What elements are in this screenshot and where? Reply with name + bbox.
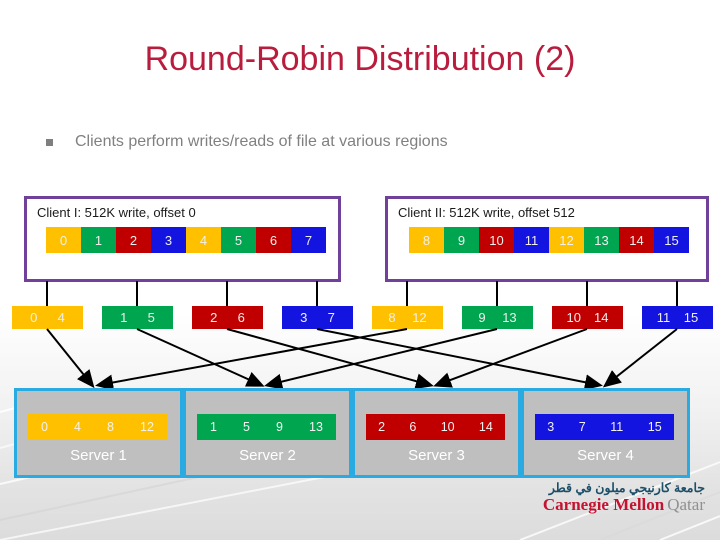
stripe-value: 1 bbox=[120, 310, 128, 325]
stripe-value: 11 bbox=[656, 310, 671, 325]
file-block: 12 bbox=[549, 227, 584, 253]
server1-box: 0 4 8 12 Server 1 bbox=[14, 388, 183, 478]
server-block-value: 0 bbox=[41, 420, 48, 434]
server-block-value: 3 bbox=[547, 420, 555, 434]
client1-box: Client I: 512K write, offset 0 0 1 2 3 4… bbox=[24, 196, 341, 282]
client2-box: Client II: 512K write, offset 512 8 9 10… bbox=[385, 196, 709, 282]
slide-title: Round-Robin Distribution (2) bbox=[144, 40, 576, 78]
stripe-value: 5 bbox=[147, 310, 155, 325]
server-block-value: 15 bbox=[647, 420, 662, 434]
file-block: 6 bbox=[256, 227, 291, 253]
stripe-value: 13 bbox=[502, 310, 517, 325]
server-block-value: 14 bbox=[478, 420, 493, 434]
client2-label: Client II: 512K write, offset 512 bbox=[398, 205, 575, 220]
stripe-10-14: 10 14 bbox=[552, 306, 623, 329]
bullet-text: Clients perform writes/reads of file at … bbox=[75, 133, 448, 150]
stripe-value: 6 bbox=[237, 310, 245, 325]
file-block: 4 bbox=[186, 227, 221, 253]
file-block: 2 bbox=[116, 227, 151, 253]
stripe-11-15: 11 15 bbox=[642, 306, 713, 329]
server3-blocks: 2 6 10 14 bbox=[366, 414, 505, 440]
bullet-square-icon bbox=[46, 139, 53, 146]
brand-carnegie-mellon: Carnegie Mellon bbox=[542, 495, 665, 515]
file-block: 11 bbox=[514, 227, 549, 253]
server-block-value: 7 bbox=[578, 420, 586, 434]
server-block-value: 2 bbox=[378, 420, 386, 434]
server3-box: 2 6 10 14 Server 3 bbox=[352, 388, 521, 478]
server4-box: 3 7 11 15 Server 4 bbox=[521, 388, 690, 478]
stripe-value: 9 bbox=[478, 310, 486, 325]
file-block: 3 bbox=[151, 227, 186, 253]
server2-label: Server 2 bbox=[239, 447, 296, 464]
server2-box: 1 5 9 13 Server 2 bbox=[183, 388, 352, 478]
server4-label: Server 4 bbox=[577, 447, 634, 464]
connector-line bbox=[46, 281, 48, 307]
stripe-value: 15 bbox=[683, 310, 699, 325]
stripe-value: 10 bbox=[566, 310, 581, 325]
client1-blocks: 0 1 2 3 4 5 6 7 bbox=[46, 227, 326, 253]
file-block: 5 bbox=[221, 227, 256, 253]
stripe-value: 0 bbox=[30, 310, 38, 325]
stripe-value: 4 bbox=[57, 310, 65, 325]
brand-qatar: Qatar bbox=[667, 495, 705, 515]
client2-blocks: 8 9 10 11 12 13 14 15 bbox=[409, 227, 689, 253]
connector-line bbox=[226, 281, 228, 307]
server-block-value: 5 bbox=[243, 420, 250, 434]
connector-line bbox=[496, 281, 498, 307]
server-block-value: 10 bbox=[440, 420, 455, 434]
server3-label: Server 3 bbox=[408, 447, 465, 464]
file-block: 15 bbox=[654, 227, 689, 253]
connector-line bbox=[406, 281, 408, 307]
stripe-value: 3 bbox=[300, 310, 308, 325]
stripe-value: 12 bbox=[412, 310, 427, 325]
server4-blocks: 3 7 11 15 bbox=[535, 414, 674, 440]
stripe-value: 14 bbox=[594, 310, 609, 325]
server2-blocks: 1 5 9 13 bbox=[197, 414, 336, 440]
distribution-arrows bbox=[46, 328, 678, 391]
server-block-value: 6 bbox=[409, 420, 417, 434]
server-block-value: 9 bbox=[276, 420, 283, 434]
stripe-value: 2 bbox=[210, 310, 218, 325]
file-block: 0 bbox=[46, 227, 81, 253]
connector-line bbox=[586, 281, 588, 307]
server-block-value: 12 bbox=[140, 420, 154, 434]
stripe-9-13: 9 13 bbox=[462, 306, 533, 329]
server-block-value: 11 bbox=[610, 420, 624, 434]
bullet-line: Clients perform writes/reads of file at … bbox=[46, 133, 448, 151]
client1-label: Client I: 512K write, offset 0 bbox=[37, 205, 196, 220]
stripe-value: 7 bbox=[327, 310, 335, 325]
server-block-value: 13 bbox=[309, 420, 323, 434]
server-block-value: 1 bbox=[210, 420, 217, 434]
file-block: 7 bbox=[291, 227, 326, 253]
file-block: 13 bbox=[584, 227, 619, 253]
server-block-value: 4 bbox=[74, 420, 81, 434]
file-block: 14 bbox=[619, 227, 654, 253]
connector-line bbox=[136, 281, 138, 307]
file-block: 1 bbox=[81, 227, 116, 253]
file-block: 9 bbox=[444, 227, 479, 253]
stripe-8-12: 8 12 bbox=[372, 306, 443, 329]
connector-line bbox=[316, 281, 318, 307]
cmu-qatar-arabic-wordmark: جامعة كارنيجي ميلون في قطر bbox=[548, 481, 705, 495]
server1-blocks: 0 4 8 12 bbox=[28, 414, 167, 440]
server-block-value: 8 bbox=[107, 420, 114, 434]
connector-line bbox=[676, 281, 678, 307]
cmu-qatar-logo: جامعة كارنيجي ميلون في قطر Carnegie Mell… bbox=[543, 481, 705, 514]
server1-label: Server 1 bbox=[70, 447, 127, 464]
file-block: 10 bbox=[479, 227, 514, 253]
file-block: 8 bbox=[409, 227, 444, 253]
stripe-value: 8 bbox=[388, 310, 396, 325]
